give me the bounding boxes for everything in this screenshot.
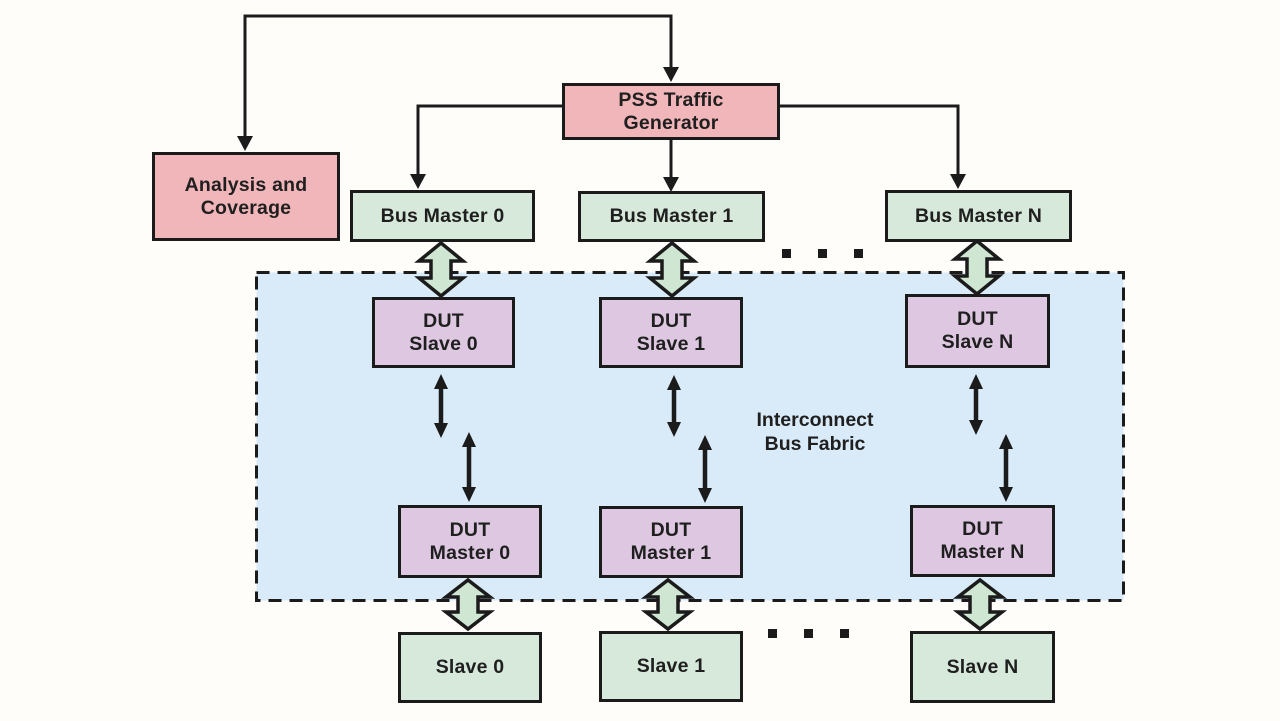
slave-n-port-arrow (952, 577, 1008, 632)
dut-master-0-link-arrow (462, 432, 476, 502)
pss-traffic-generator-box: PSS Traffic Generator (562, 83, 780, 140)
ellipsis-dots-top (782, 249, 863, 258)
ellipsis-dots-bottom (768, 629, 849, 638)
bus-master-0-box: Bus Master 0 (350, 190, 535, 242)
pss-to-analysis-connector (237, 14, 679, 151)
dut-master-n-box: DUT Master N (910, 505, 1055, 577)
slave-0-box: Slave 0 (398, 632, 542, 703)
dut-master-n-label: DUT Master N (940, 518, 1025, 563)
slave-0-port-arrow (440, 577, 496, 632)
bus-master-1-label: Bus Master 1 (609, 205, 734, 227)
bus-master-0-port-arrow (414, 240, 468, 299)
slave-n-label: Slave N (946, 655, 1019, 678)
analysis-coverage-label: Analysis and Coverage (184, 173, 308, 219)
bus-master-1-box: Bus Master 1 (578, 191, 765, 242)
dut-slave-1-box: DUT Slave 1 (599, 297, 743, 368)
dut-master-n-link-arrow (999, 434, 1013, 502)
bus-master-0-label: Bus Master 0 (380, 204, 505, 227)
pss-traffic-generator-label: PSS Traffic Generator (618, 88, 724, 134)
dut-slave-0-link-arrow (434, 374, 448, 438)
pss-to-bus-master-0-connector (410, 104, 562, 189)
slave-1-box: Slave 1 (599, 631, 743, 702)
dut-master-1-label: DUT Master 1 (630, 519, 712, 564)
dut-slave-n-label: DUT Slave N (941, 308, 1014, 353)
pss-to-bus-master-n-connector (780, 104, 966, 189)
dut-slave-n-link-arrow (969, 374, 983, 435)
slave-n-box: Slave N (910, 631, 1055, 703)
bus-master-n-label: Bus Master N (914, 204, 1043, 227)
slave-1-port-arrow (640, 577, 696, 632)
slave-1-label: Slave 1 (636, 655, 706, 677)
dut-slave-n-box: DUT Slave N (905, 294, 1050, 368)
bus-master-n-box: Bus Master N (885, 190, 1072, 242)
dut-slave-1-link-arrow (667, 375, 681, 437)
interconnect-fabric-label: Interconnect Bus Fabric (756, 409, 874, 455)
dut-slave-1-label: DUT Slave 1 (636, 309, 706, 355)
analysis-coverage-box: Analysis and Coverage (152, 152, 340, 241)
pss-to-bus-master-1-connector (663, 140, 679, 192)
dut-master-0-label: DUT Master 0 (429, 518, 511, 564)
dut-master-0-box: DUT Master 0 (398, 505, 542, 578)
dut-slave-0-box: DUT Slave 0 (372, 297, 515, 368)
dut-master-1-link-arrow (698, 435, 712, 503)
slave-0-label: Slave 0 (435, 656, 505, 678)
bus-master-1-port-arrow (645, 240, 699, 299)
dut-master-1-box: DUT Master 1 (599, 506, 743, 578)
dut-slave-0-label: DUT Slave 0 (409, 309, 478, 355)
